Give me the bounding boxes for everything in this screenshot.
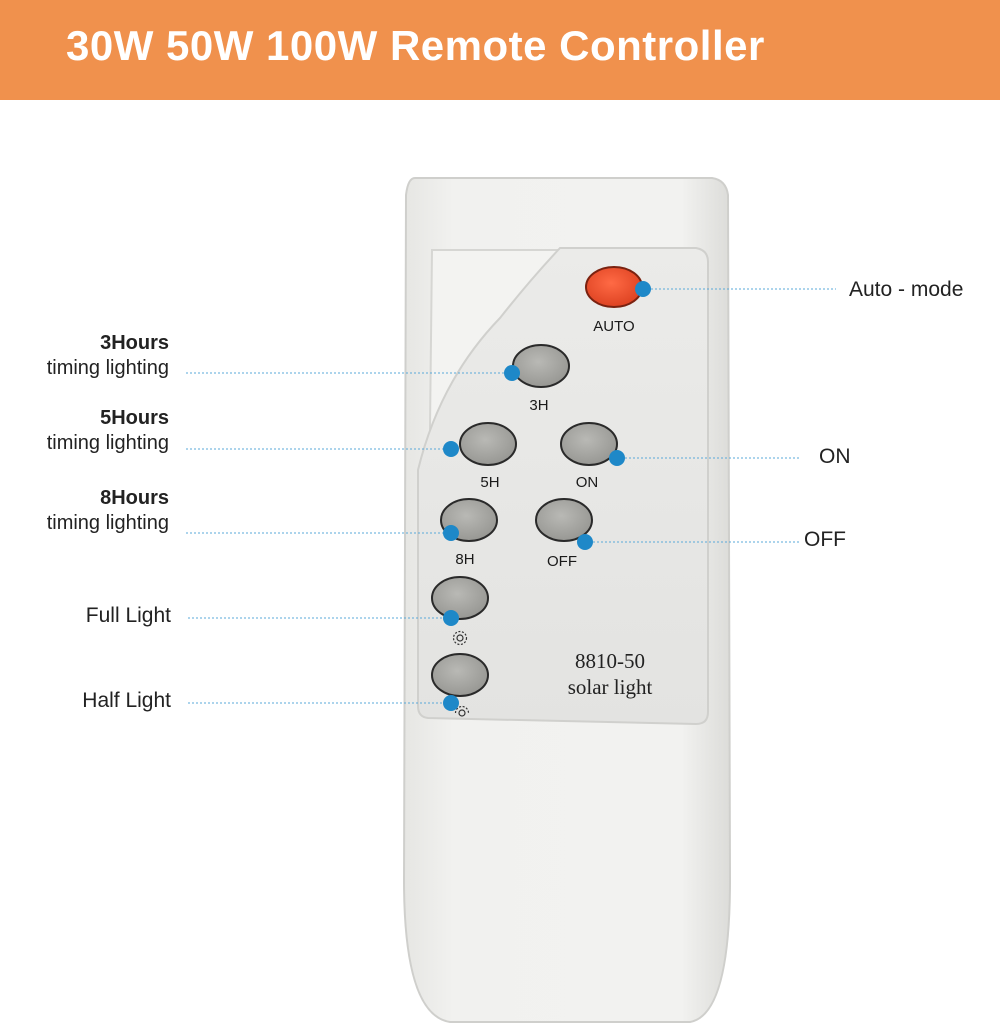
banner-title: 30W 50W 100W Remote Controller [66, 22, 765, 69]
callout-8h: 8Hours timing lighting [47, 486, 169, 536]
5h-label: 5H [480, 474, 500, 491]
dot-off [577, 534, 593, 550]
button-on [560, 422, 618, 466]
dot-8h [443, 525, 459, 541]
callout-full-light: Full Light [85, 604, 171, 627]
off-label: OFF [547, 553, 577, 570]
model-subtitle: solar light [567, 675, 653, 699]
callout-8h-title: 8Hours [100, 487, 169, 509]
callout-3h-title: 3Hours [100, 332, 169, 354]
dot-auto [635, 281, 651, 297]
callout-3h-desc: timing lighting [46, 357, 169, 379]
8h-label: 8H [455, 551, 475, 568]
dot-5h [443, 441, 459, 457]
button-3h [512, 344, 570, 388]
callout-off: OFF [804, 528, 846, 551]
dot-on [609, 450, 625, 466]
callout-lines [186, 288, 836, 704]
3h-label: 3H [529, 397, 549, 414]
model-text: 8810-50 solar light [540, 648, 680, 700]
callout-dots [443, 281, 651, 711]
callout-5h-title: 5Hours [100, 407, 169, 429]
callout-8h-desc: timing lighting [46, 512, 169, 534]
callout-3h: 3Hours timing lighting [47, 331, 169, 381]
callout-5h: 5Hours timing lighting [47, 406, 169, 456]
model-number: 8810-50 [575, 649, 645, 673]
button-off [535, 498, 593, 542]
button-full-light [431, 576, 489, 620]
half-light-icon [454, 705, 470, 717]
auto-label: AUTO [593, 318, 635, 335]
title-banner: 30W 50W 100W Remote Controller [0, 0, 1000, 100]
callout-5h-desc: timing lighting [46, 432, 169, 454]
button-5h [459, 422, 517, 466]
callout-half-light: Half Light [82, 689, 171, 712]
full-light-icon [452, 630, 468, 646]
callout-on: ON [819, 445, 851, 468]
dot-half [443, 695, 459, 711]
dot-full [443, 610, 459, 626]
button-half-light [431, 653, 489, 697]
control-panel [417, 247, 709, 726]
on-label: ON [575, 474, 599, 491]
dot-3h [504, 365, 520, 381]
auto-button [585, 266, 643, 308]
callout-auto-mode: Auto - mode [849, 278, 964, 301]
